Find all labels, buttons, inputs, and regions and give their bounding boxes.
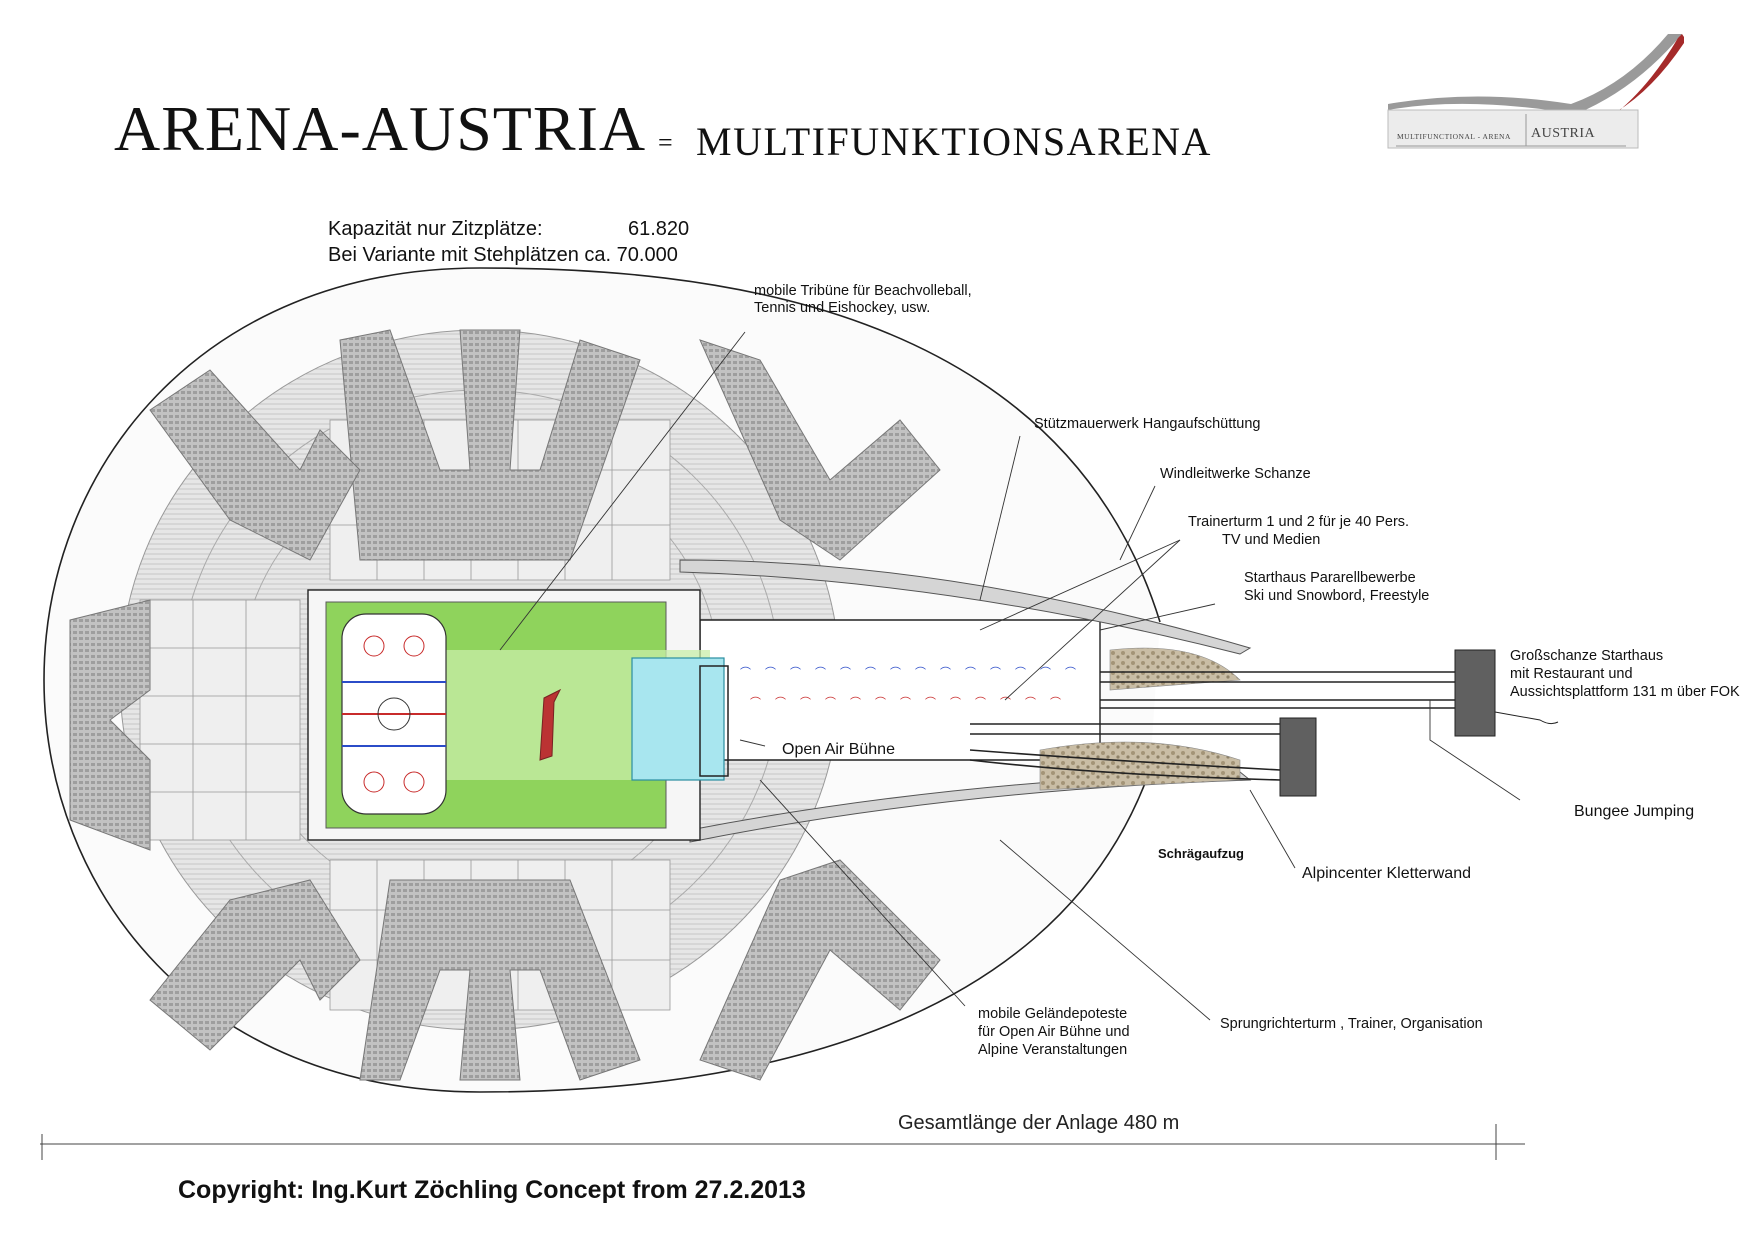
svg-text:⌒: ⌒ bbox=[925, 696, 936, 709]
label-starthaus-1: Starthaus Pararellbewerbe bbox=[1244, 570, 1416, 586]
capacity-standing: Bei Variante mit Stehplätzen ca. 70.000 bbox=[328, 244, 678, 266]
svg-text:⌒: ⌒ bbox=[840, 666, 851, 679]
svg-text:⌒: ⌒ bbox=[1025, 696, 1036, 709]
capacity-value: 61.820 bbox=[628, 218, 690, 240]
label-schraegaufzug: Schrägaufzug bbox=[1158, 846, 1244, 861]
leader-lines bbox=[499, 331, 1521, 1021]
rock-fill-bottom bbox=[1039, 741, 1241, 791]
open-air-stage bbox=[631, 657, 725, 781]
svg-text:⌒: ⌒ bbox=[765, 666, 776, 679]
a-frame-stands bbox=[69, 329, 941, 1081]
svg-text:⌒: ⌒ bbox=[965, 666, 976, 679]
page-title: ARENA-AUSTRIA bbox=[114, 93, 647, 164]
label-gelaende-2: für Open Air Bühne und bbox=[978, 1024, 1130, 1040]
label-trainerturm-1: Trainerturm 1 und 2 für je 40 Pers. bbox=[1188, 514, 1410, 530]
svg-text:⌒: ⌒ bbox=[990, 666, 1001, 679]
label-grossschanze-3: Aussichtsplattform 131 m über FOK bbox=[1510, 684, 1740, 700]
svg-text:⌒: ⌒ bbox=[865, 666, 876, 679]
start-house-parallel bbox=[1279, 717, 1317, 797]
label-mobile-tribune-1: mobile Tribüne für Beachvolleball, bbox=[754, 283, 972, 299]
label-mobile-tribune-2: Tennis und Eishockey, usw. bbox=[754, 300, 931, 316]
copyright: Copyright: Ing.Kurt Zöchling Concept fro… bbox=[178, 1176, 806, 1204]
label-alpincenter: Alpincenter Kletterwand bbox=[1302, 865, 1471, 882]
page-subtitle: MULTIFUNKTIONSARENA bbox=[696, 119, 1212, 164]
svg-text:⌒: ⌒ bbox=[825, 696, 836, 709]
label-grossschanze-2: mit Restaurant und bbox=[1510, 666, 1633, 682]
label-grossschanze-1: Großschanze Starthaus bbox=[1510, 648, 1664, 664]
label-starthaus-2: Ski und Snowbord, Freestyle bbox=[1244, 588, 1430, 604]
label-trainerturm-2: TV und Medien bbox=[1222, 532, 1321, 548]
svg-text:⌒: ⌒ bbox=[875, 696, 886, 709]
svg-text:⌒: ⌒ bbox=[750, 696, 761, 709]
capacity-label: Kapazität nur Zitzplätze: bbox=[328, 218, 543, 240]
svg-text:⌒: ⌒ bbox=[1050, 696, 1061, 709]
svg-text:⌒: ⌒ bbox=[1000, 696, 1011, 709]
label-windleitwerke: Windleitwerke Schanze bbox=[1160, 466, 1311, 482]
dimension-line bbox=[40, 1124, 1525, 1160]
logo-right-text: AUSTRIA bbox=[1531, 126, 1596, 141]
svg-text:⌒: ⌒ bbox=[815, 666, 826, 679]
svg-text:⌒: ⌒ bbox=[975, 696, 986, 709]
label-gelaende-1: mobile Geländepoteste bbox=[978, 1006, 1128, 1022]
svg-text:⌒: ⌒ bbox=[800, 696, 811, 709]
total-length: Gesamtlänge der Anlage 480 m bbox=[898, 1112, 1180, 1134]
svg-text:⌒: ⌒ bbox=[775, 696, 786, 709]
svg-text:⌒: ⌒ bbox=[1065, 666, 1076, 679]
svg-text:⌒: ⌒ bbox=[940, 666, 951, 679]
title-equals-sign: = bbox=[658, 128, 673, 157]
audience-markers: ⌒ ⌒ ⌒ ⌒ ⌒ ⌒ ⌒ ⌒ ⌒ ⌒ ⌒ ⌒ ⌒ ⌒ ⌒ ⌒ ⌒ ⌒ ⌒ ⌒ ⌒ ⌒ ⌒ ⌒ ⌒ ⌒ ⌒ bbox=[740, 666, 1076, 709]
svg-text:⌒: ⌒ bbox=[1040, 666, 1051, 679]
label-sprungrichterturm: Sprungrichterturm , Trainer, Organisatio… bbox=[1220, 1016, 1483, 1032]
svg-text:⌒: ⌒ bbox=[790, 666, 801, 679]
inrun-tracks bbox=[969, 671, 1460, 781]
rock-fill-top bbox=[1109, 647, 1241, 691]
label-open-air-stage: Open Air Bühne bbox=[782, 741, 895, 758]
svg-text:⌒: ⌒ bbox=[890, 666, 901, 679]
svg-text:⌒: ⌒ bbox=[950, 696, 961, 709]
ski-jump-ramp bbox=[699, 619, 1101, 761]
svg-text:⌒: ⌒ bbox=[915, 666, 926, 679]
svg-text:⌒: ⌒ bbox=[1015, 666, 1026, 679]
large-hill-start-house bbox=[1454, 649, 1496, 737]
label-stuetzmauerwerk: Stützmauerwerk Hangaufschüttung bbox=[1034, 416, 1261, 432]
goal-red bbox=[539, 688, 562, 761]
sector-grid-left bbox=[139, 599, 301, 841]
label-bungee-jumping: Bungee Jumping bbox=[1574, 803, 1695, 820]
svg-text:⌒: ⌒ bbox=[740, 666, 751, 679]
svg-text:⌒: ⌒ bbox=[900, 696, 911, 709]
logo-left-text: MULTIFUNCTIONAL - ARENA bbox=[1397, 132, 1511, 141]
svg-text:⌒: ⌒ bbox=[850, 696, 861, 709]
arena-austria-logo bbox=[1387, 34, 1684, 149]
bungee-line bbox=[1494, 711, 1559, 725]
label-gelaende-3: Alpine Veranstaltungen bbox=[978, 1042, 1128, 1058]
stage-rigging bbox=[699, 665, 729, 777]
wind-guard-top bbox=[679, 559, 1252, 655]
